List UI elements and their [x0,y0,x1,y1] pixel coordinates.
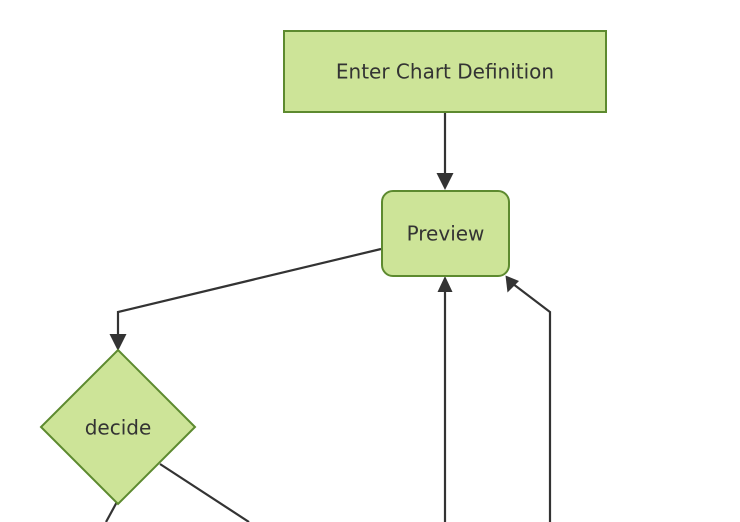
edge-layer [105,113,552,522]
node-rounded-rectangle [381,190,510,277]
node-label: Preview [407,222,485,246]
edge-enter-to-preview[interactable] [436,113,454,190]
node-decide[interactable]: decide [39,348,197,506]
edge-line [159,463,250,522]
edge-decide-right-out[interactable] [159,463,250,522]
edge-preview-to-decide[interactable] [109,247,382,351]
edge-line [509,281,552,522]
edge-bottom-right-to-preview[interactable] [505,275,552,522]
node-diamond [39,348,197,506]
arrowhead-icon [437,276,453,292]
node-label: decide [85,416,152,440]
edge-bottom-center-to-preview[interactable] [437,276,453,522]
node-label: Enter Chart Definition [336,60,554,84]
node-preview[interactable]: Preview [381,190,510,277]
node-rectangle [283,30,607,113]
arrowhead-icon [505,275,519,293]
edge-line [105,499,119,522]
arrowhead-icon [436,173,454,190]
arrowhead-icon [109,334,127,351]
edge-decide-bottom-out[interactable] [105,499,119,522]
node-enter-chart-definition[interactable]: Enter Chart Definition [283,30,607,113]
edge-line [116,247,382,341]
node-layer: Enter Chart Definition Preview decide [39,30,607,506]
